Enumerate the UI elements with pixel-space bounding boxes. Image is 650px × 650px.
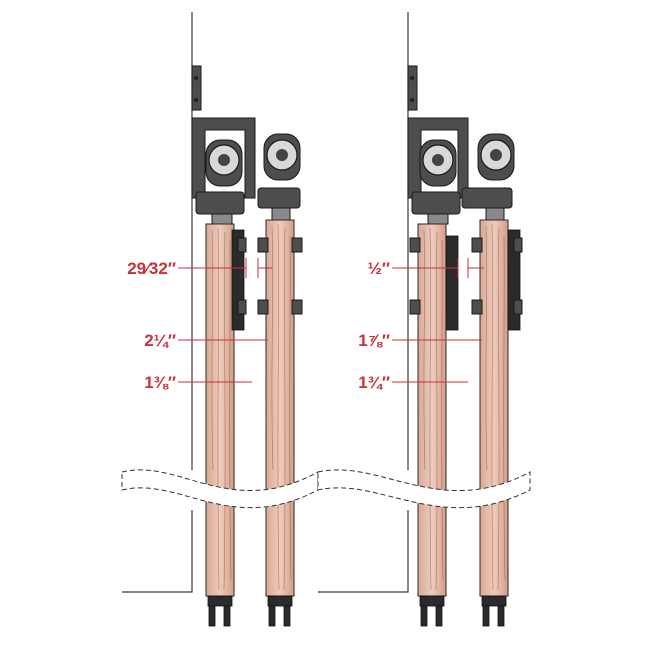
wheel-hanger-icon — [257, 133, 301, 221]
dimension-marker: 29⁄32″ — [127, 258, 272, 278]
right-assembly: ½″ 1⅞″ 1¾″ — [317, 12, 531, 627]
door-panel — [409, 223, 459, 597]
dimension-label: 1⅞″ — [358, 331, 390, 350]
door-panel — [471, 219, 523, 597]
right-wall-outline — [318, 12, 409, 593]
dimension-label: 29⁄32″ — [127, 259, 176, 278]
door-panel — [205, 223, 247, 597]
wall-bracket-icon — [191, 65, 256, 199]
dimension-label: 1¾″ — [358, 373, 390, 392]
dimension-marker: 1⅜″ — [144, 373, 252, 392]
floor-guide-icon — [267, 595, 293, 627]
dimension-label: 2¼″ — [144, 331, 176, 350]
floor-guide-icon — [481, 595, 507, 627]
left-assembly: 29⁄32″ 2¼″ 1⅜″ — [121, 12, 319, 627]
dimension-marker: ½″ — [368, 258, 484, 278]
dimension-marker: 1¾″ — [358, 373, 468, 392]
floor-guide-icon — [207, 595, 233, 627]
dimension-label: 1⅜″ — [144, 373, 176, 392]
floor-guide-icon — [419, 595, 445, 627]
wheel-hanger-icon — [461, 133, 515, 221]
wheel-hanger-icon — [411, 139, 461, 225]
break-line — [317, 469, 531, 509]
dimension-marker: 2¼″ — [144, 331, 268, 350]
left-wall-outline — [122, 12, 193, 593]
dimension-marker: 1⅞″ — [358, 331, 482, 350]
dimension-label: ½″ — [368, 259, 390, 278]
door-panel — [257, 219, 303, 597]
wheel-hanger-icon — [195, 139, 245, 225]
